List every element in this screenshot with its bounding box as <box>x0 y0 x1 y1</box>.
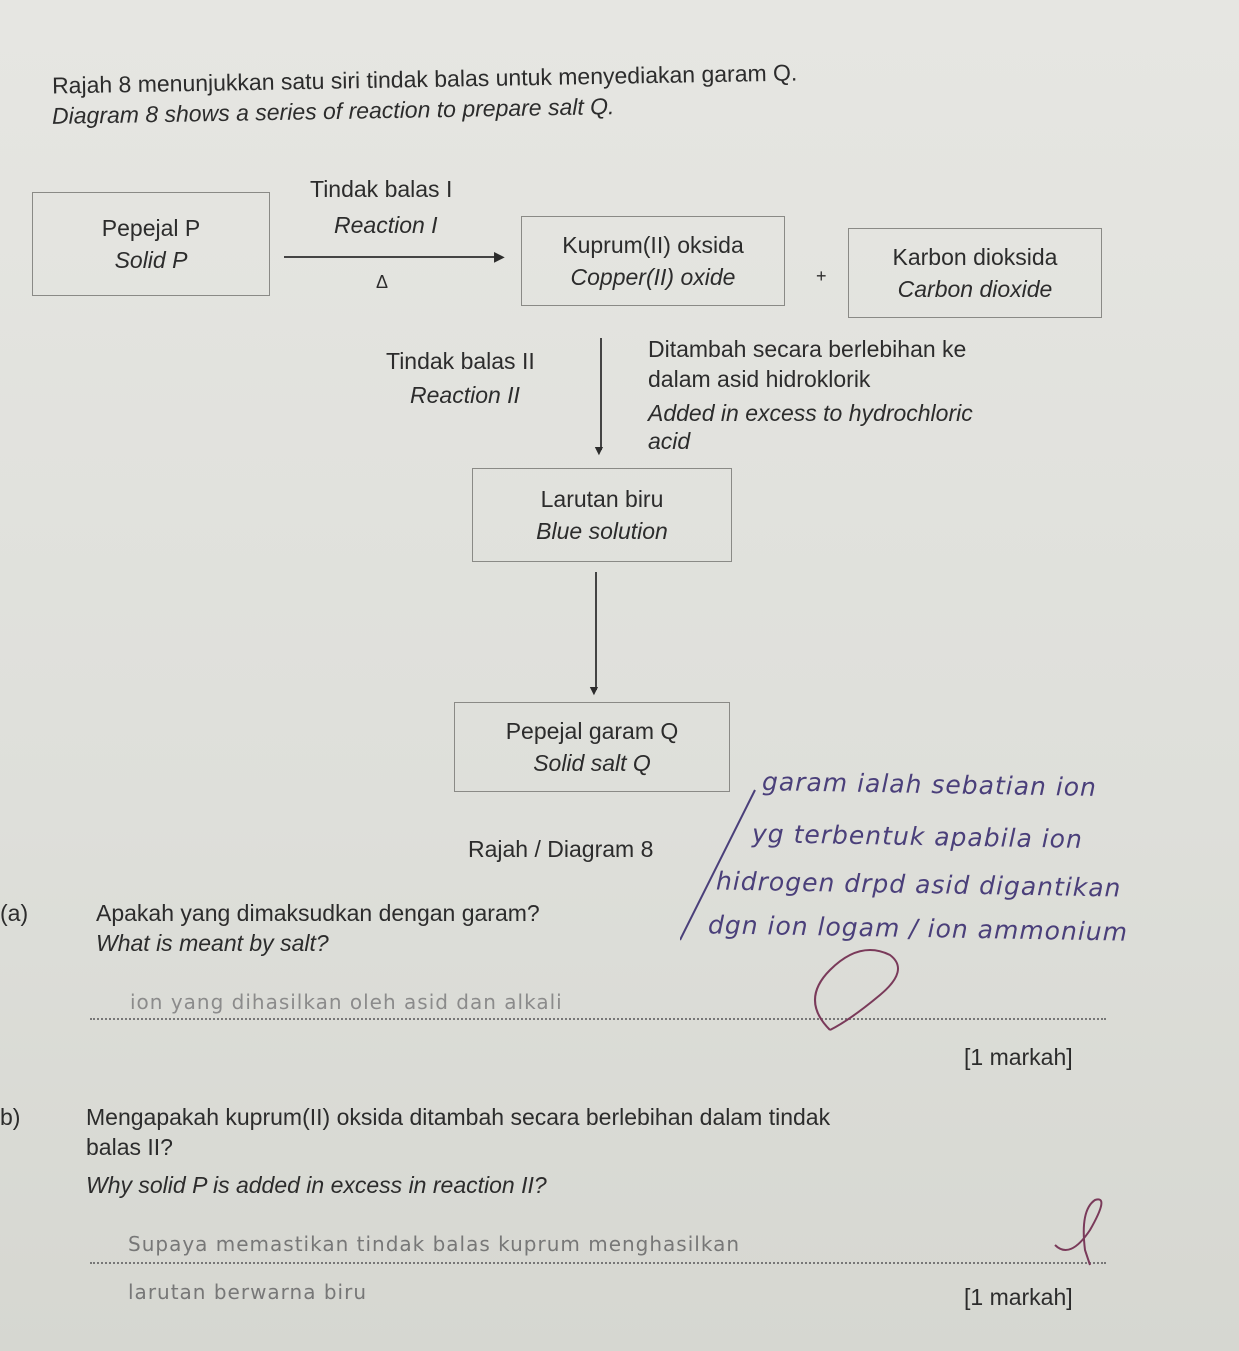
intro-ms: Rajah 8 menunjukkan satu siri tindak bal… <box>51 59 798 99</box>
qb-label: b) <box>0 1104 21 1130</box>
reaction1-en: Reaction I <box>334 212 438 238</box>
plus-sign: + <box>816 266 827 286</box>
copper-oxide-en: Copper(II) oxide <box>570 264 736 290</box>
blue-ms: Larutan biru <box>540 486 664 512</box>
reaction2-arrow <box>600 338 602 450</box>
arrowhead-icon: ▼ <box>587 682 601 698</box>
answer-line <box>90 1262 1106 1264</box>
salt-q-ms: Pepejal garam Q <box>505 718 679 744</box>
reaction1-arrow <box>284 256 500 258</box>
qb-ms2: balas II? <box>86 1134 173 1160</box>
blue-solution-box: Larutan biru Blue solution <box>472 468 732 562</box>
qb-mark: [1 markah] <box>964 1284 1073 1310</box>
added-en2: acid <box>648 428 691 454</box>
co2-en: Carbon dioxide <box>897 276 1053 302</box>
blue-en: Blue solution <box>536 518 668 544</box>
solid-p-ms: Pepejal P <box>101 215 201 241</box>
qa-en: What is meant by salt? <box>96 930 329 956</box>
diagram-caption: Rajah / Diagram 8 <box>468 836 654 862</box>
answer-line <box>90 1018 1106 1020</box>
answer-b-line2: larutan berwarna biru <box>128 1280 367 1304</box>
qb-ms1: Mengapakah kuprum(II) oksida ditambah se… <box>86 1104 831 1130</box>
added-ms1: Ditambah secara berlebihan ke <box>648 336 967 362</box>
added-en1: Added in excess to hydrochloric <box>648 400 973 426</box>
reaction2-ms: Tindak balas II <box>386 348 535 374</box>
arrowhead-icon: ▶ <box>494 248 505 264</box>
copper-oxide-box: Kuprum(II) oksida Copper(II) oxide <box>521 216 785 306</box>
qb-en: Why solid P is added in excess in reacti… <box>86 1172 547 1198</box>
solid-p-en: Solid P <box>114 247 188 273</box>
tick-mark-icon <box>1054 1198 1103 1266</box>
qa-mark: [1 markah] <box>964 1044 1073 1070</box>
salt-q-en: Solid salt Q <box>533 750 651 776</box>
arrowhead-icon: ▼ <box>592 442 606 458</box>
tick-mark-icon <box>680 789 899 1031</box>
qa-ms: Apakah yang dimaksudkan dengan garam? <box>96 900 540 926</box>
qa-label: (a) <box>0 900 29 926</box>
pencil-answer-a: ion yang dihasilkan oleh asid dan alkali <box>130 990 563 1014</box>
reaction2-en: Reaction II <box>410 382 520 408</box>
salt-q-box: Pepejal garam Q Solid salt Q <box>454 702 730 792</box>
co2-box: Karbon dioksida Carbon dioxide <box>848 228 1102 318</box>
reaction1-ms: Tindak balas I <box>310 176 453 202</box>
solid-p-box: Pepejal P Solid P <box>32 192 270 296</box>
answer-b-line1: Supaya memastikan tindak balas kuprum me… <box>128 1232 741 1256</box>
co2-ms: Karbon dioksida <box>892 244 1058 270</box>
added-ms2: dalam asid hidroklorik <box>648 366 871 392</box>
intro-en: Diagram 8 shows a series of reaction to … <box>51 93 615 129</box>
copper-oxide-ms: Kuprum(II) oksida <box>562 232 744 258</box>
heat-symbol: Δ <box>376 272 389 292</box>
arrow-to-salt <box>595 572 597 690</box>
